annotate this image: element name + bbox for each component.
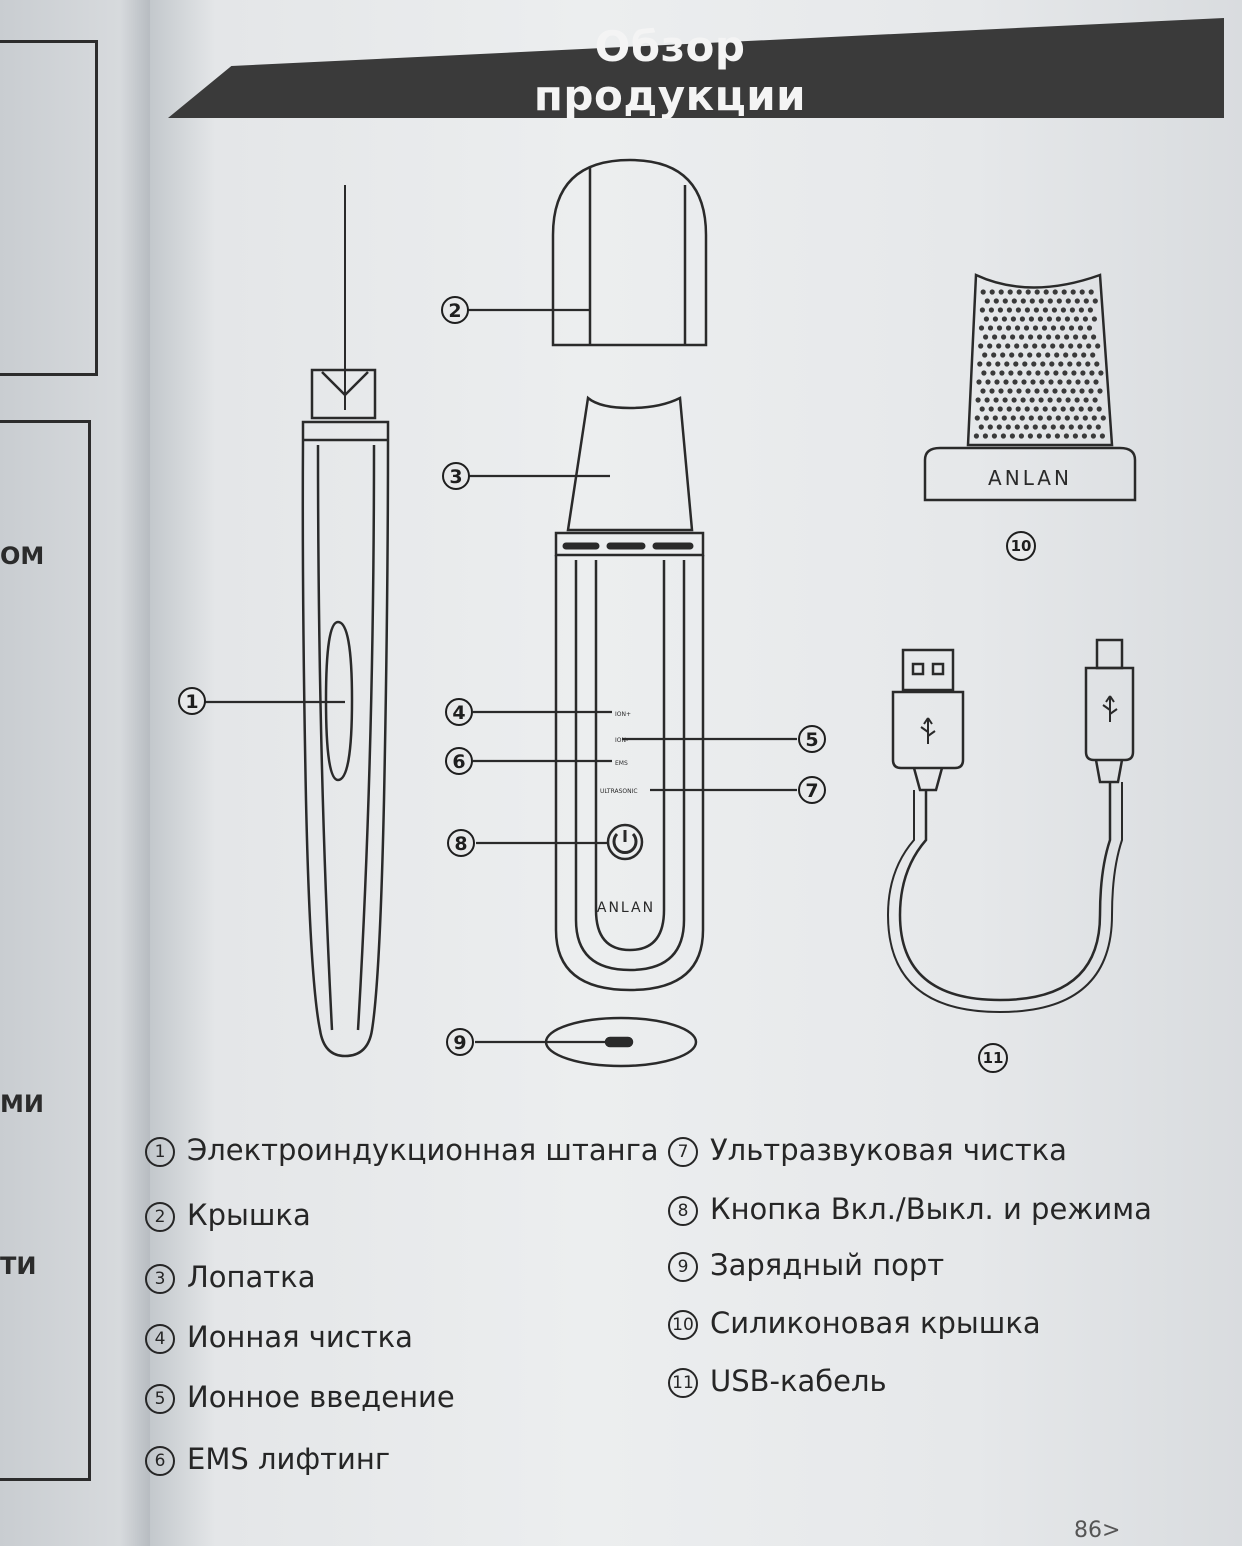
cap-drawing: [551, 158, 708, 347]
left-fragment-1: ОМ: [0, 542, 45, 570]
left-fragment-2: МИ: [0, 1090, 44, 1118]
callout-11: 11: [978, 1043, 1008, 1073]
svg-text:7: 7: [805, 780, 818, 802]
usb-cable-drawing: [886, 638, 1135, 1014]
usb-icon: [920, 695, 1118, 744]
callout-6: 6: [445, 747, 473, 775]
button-label-ultrasonic: ULTRASONIC: [600, 788, 638, 795]
svg-text:10: 10: [1011, 537, 1032, 555]
page-number: 86>: [1074, 1518, 1121, 1543]
svg-text:3: 3: [449, 466, 462, 488]
svg-text:6: 6: [452, 751, 465, 773]
callout-4: 4: [445, 698, 473, 726]
button-label-ion-plus: ION+: [615, 711, 631, 718]
callout-10: 10: [1006, 531, 1036, 561]
callout-8: 8: [447, 829, 475, 857]
left-frame-bottom: [0, 420, 91, 1481]
svg-text:5: 5: [805, 729, 818, 751]
callout-7: 7: [798, 776, 826, 804]
left-page: ОМ МИ ТИ: [0, 0, 150, 1546]
button-label-ion-minus: ION-: [615, 737, 628, 744]
svg-text:9: 9: [453, 1032, 466, 1054]
device-brand-label: ANLAN: [597, 900, 655, 916]
device-side-view: [301, 185, 390, 1058]
device-front-view: [554, 395, 705, 992]
leader-lines: [205, 308, 797, 1044]
left-frame-top: [0, 40, 98, 376]
silicone-texture: [973, 289, 1106, 439]
callout-5: 5: [798, 725, 826, 753]
svg-text:11: 11: [983, 1049, 1004, 1067]
svg-text:8: 8: [454, 833, 467, 855]
callout-3: 3: [442, 462, 470, 490]
silicone-cover-drawing: [923, 273, 1137, 502]
svg-text:1: 1: [185, 691, 198, 713]
button-label-ems: EMS: [615, 760, 628, 767]
left-fragment-3: ТИ: [0, 1252, 37, 1280]
callout-2: 2: [441, 296, 469, 324]
page-title: Обзор продукции: [533, 22, 807, 120]
cover-brand-label: ANLAN: [988, 466, 1072, 490]
svg-text:4: 4: [452, 702, 465, 724]
callout-9: 9: [446, 1028, 474, 1056]
svg-text:2: 2: [448, 300, 461, 322]
callout-1: 1: [178, 687, 206, 715]
